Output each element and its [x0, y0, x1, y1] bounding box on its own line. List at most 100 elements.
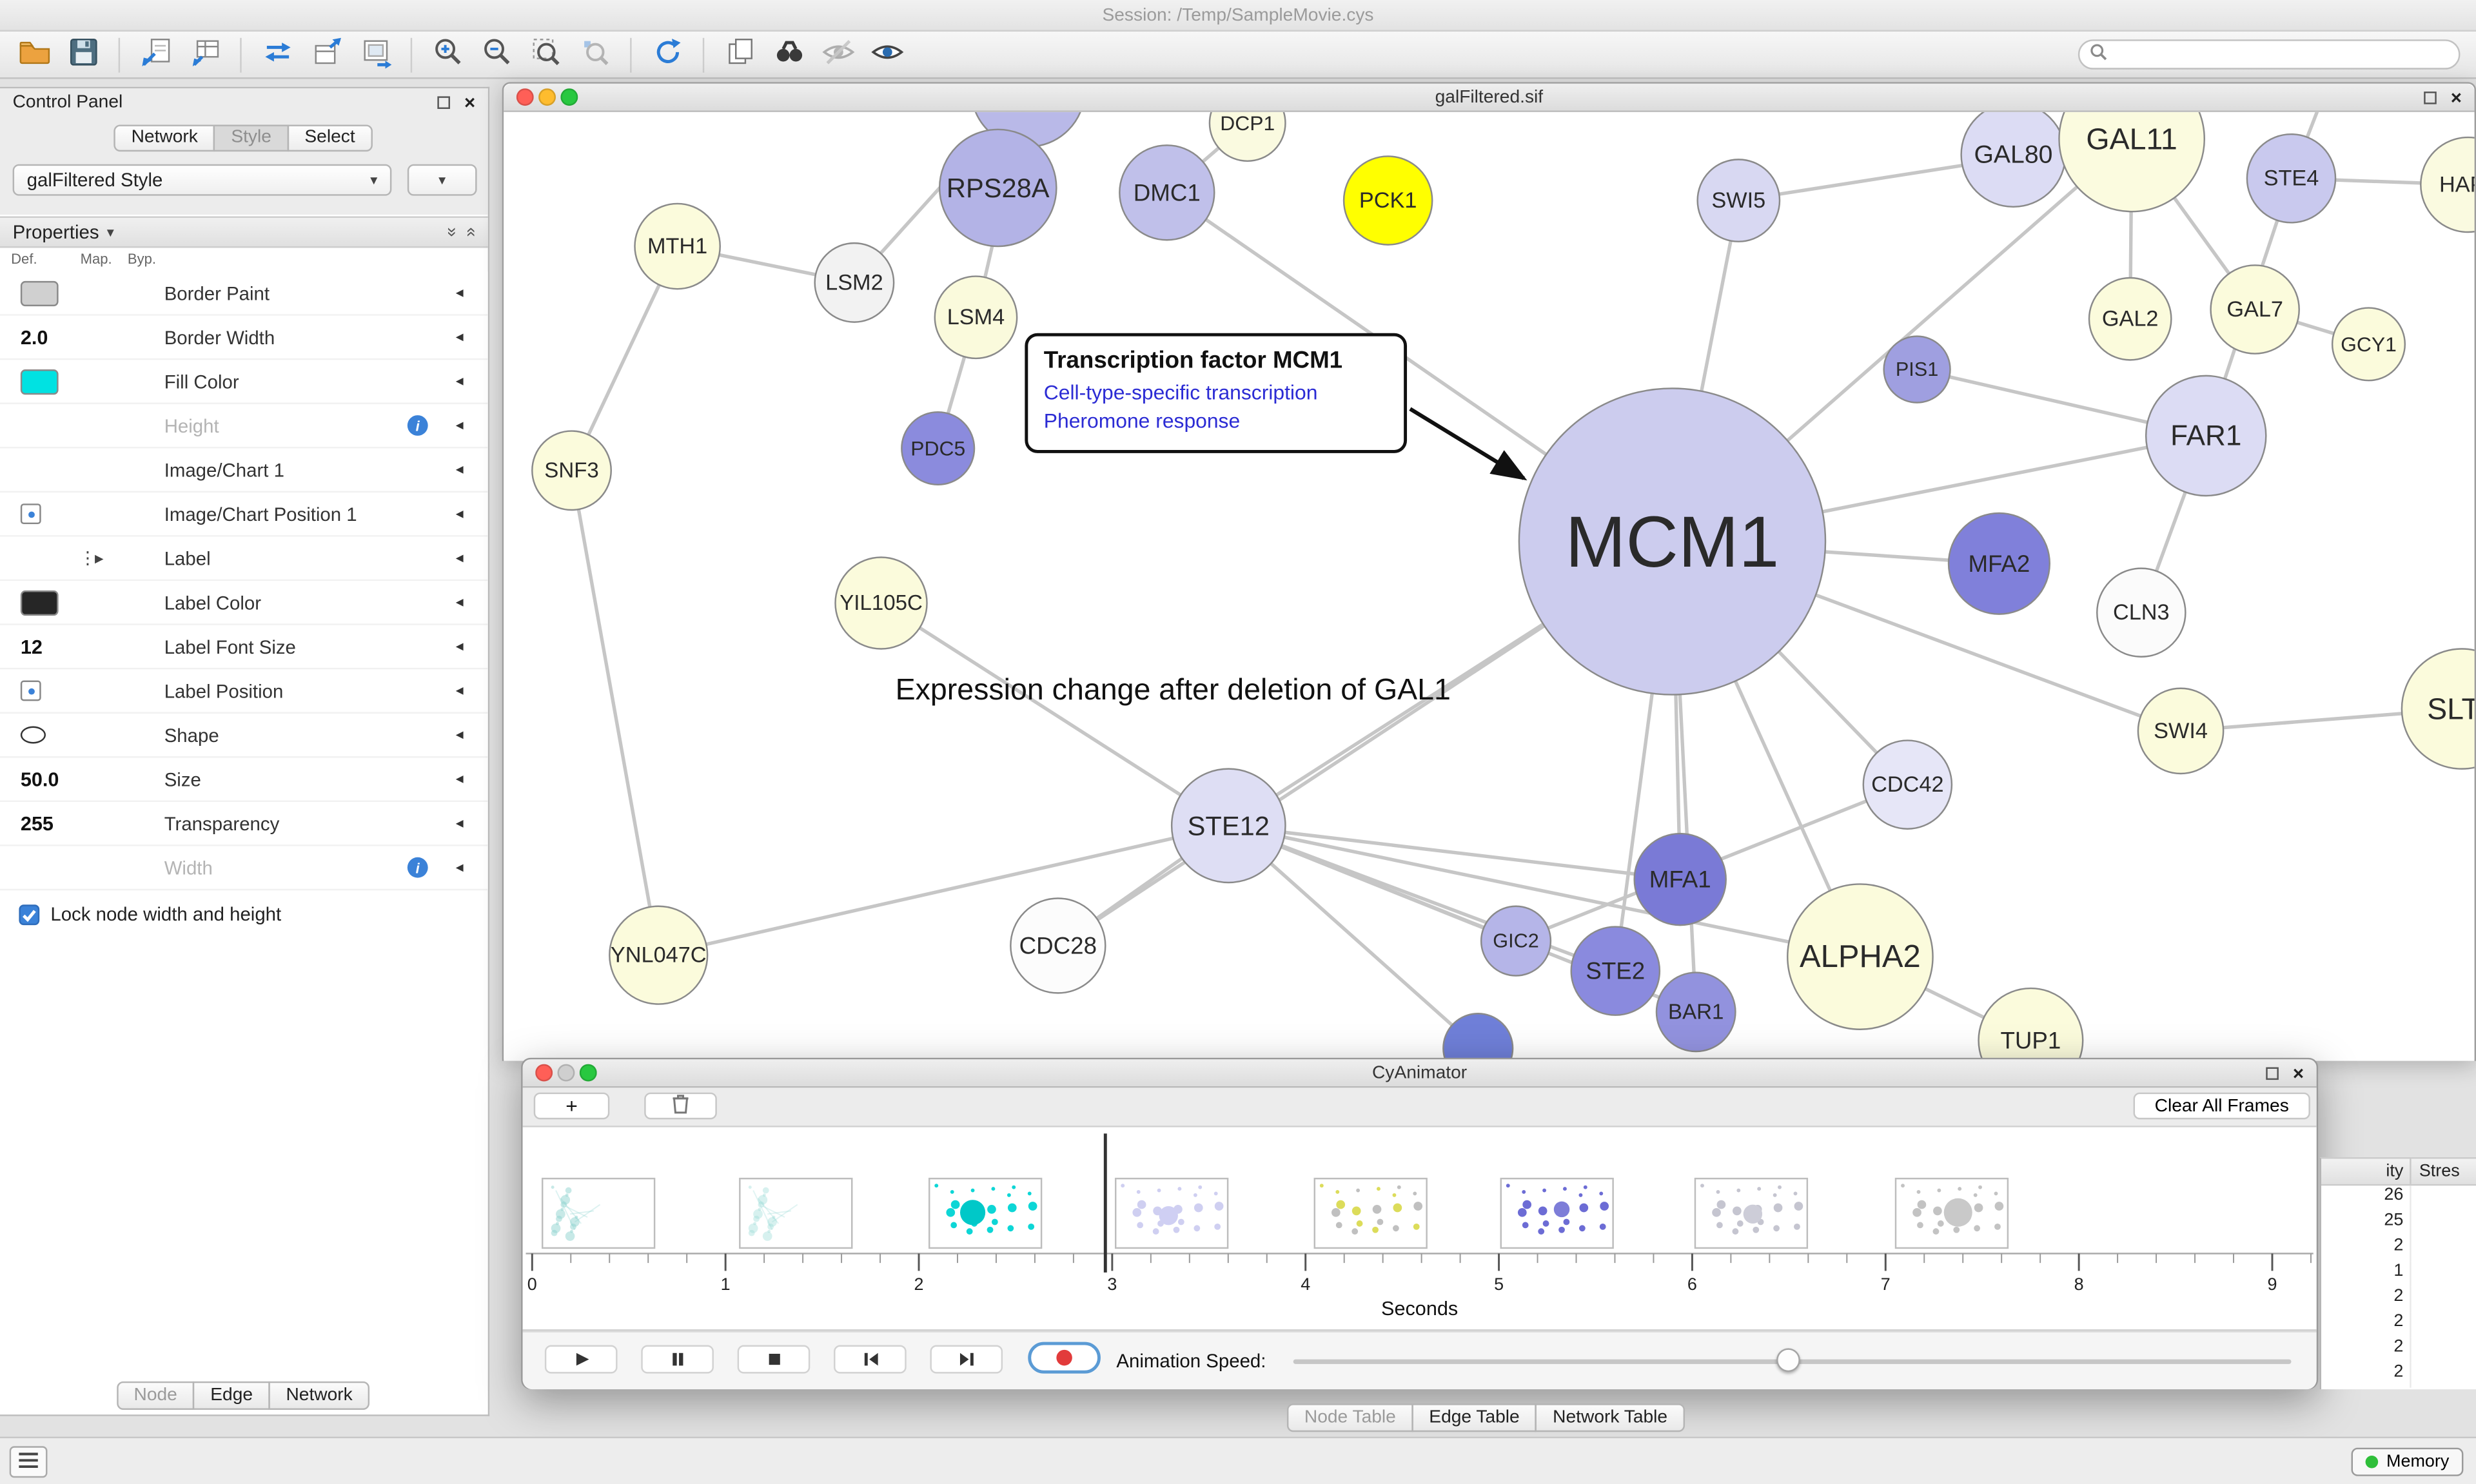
- panel-menu-button[interactable]: [9, 1446, 48, 1478]
- search-box[interactable]: [2078, 39, 2461, 70]
- network-node[interactable]: DCP1: [1208, 112, 1286, 162]
- network-node[interactable]: MCM1: [1518, 387, 1827, 696]
- default-value-cell[interactable]: [0, 368, 70, 395]
- table-row[interactable]: 1: [2321, 1261, 2476, 1287]
- network-node[interactable]: MFA1: [1633, 832, 1727, 926]
- tab-node[interactable]: Node: [116, 1381, 195, 1410]
- zoom-out-button[interactable]: [472, 34, 521, 75]
- tab-edge-table[interactable]: Edge Table: [1411, 1403, 1537, 1432]
- zoom-fit-button[interactable]: [521, 34, 570, 75]
- default-value-cell[interactable]: [0, 726, 70, 744]
- network-node[interactable]: STE2: [1570, 926, 1661, 1016]
- network-node[interactable]: YIL105C: [834, 556, 928, 650]
- network-node[interactable]: LSM4: [934, 275, 1018, 360]
- property-row-image-chart-position-1[interactable]: Image/Chart Position 1◄: [0, 493, 488, 537]
- add-frame-button[interactable]: +: [533, 1092, 610, 1120]
- record-button[interactable]: [1028, 1342, 1101, 1374]
- default-value-cell[interactable]: [0, 680, 70, 701]
- animation-speed-knob[interactable]: [1776, 1348, 1800, 1372]
- property-row-label[interactable]: ⋮▸Label◄: [0, 536, 488, 581]
- expand-row-icon[interactable]: ◄: [453, 551, 466, 565]
- copy-button[interactable]: [715, 34, 764, 75]
- expand-row-icon[interactable]: ◄: [453, 816, 466, 831]
- close-window-icon[interactable]: ×: [2292, 1061, 2304, 1084]
- default-value-cell[interactable]: 2.0: [0, 326, 70, 348]
- zoom-selected-button[interactable]: [570, 34, 619, 75]
- float-window-icon[interactable]: [2266, 1066, 2279, 1079]
- network-canvas[interactable]: RPS28ADMC1DCP1PCK1SWI5GAL80GAL11STE4HAP4…: [504, 112, 2475, 1061]
- network-node[interactable]: FAR1: [2145, 375, 2267, 497]
- tab-edge[interactable]: Edge: [193, 1381, 270, 1410]
- network-node[interactable]: CLN3: [2096, 567, 2186, 658]
- previous-frame-button[interactable]: [834, 1345, 907, 1374]
- close-traffic-light[interactable]: [516, 88, 534, 106]
- tab-network[interactable]: Network: [113, 124, 215, 152]
- property-row-border-paint[interactable]: Border Paint◄: [0, 271, 488, 316]
- tab-network-table[interactable]: Network Table: [1535, 1403, 1685, 1432]
- network-node[interactable]: STE4: [2246, 133, 2337, 224]
- network-node[interactable]: GAL11: [2058, 112, 2205, 213]
- next-frame-button[interactable]: [930, 1345, 1003, 1374]
- zoom-in-button[interactable]: [423, 34, 472, 75]
- network-node[interactable]: CDC42: [1862, 739, 1953, 830]
- clear-all-frames-button[interactable]: Clear All Frames: [2133, 1092, 2310, 1120]
- network-node[interactable]: RPS28A: [938, 128, 1057, 248]
- network-node[interactable]: DMC1: [1119, 144, 1215, 241]
- table-row[interactable]: 2: [2321, 1362, 2476, 1388]
- import-table-button[interactable]: [180, 34, 229, 75]
- expand-row-icon[interactable]: ◄: [453, 727, 466, 743]
- side-table-col2[interactable]: Stres: [2410, 1158, 2476, 1184]
- memory-button[interactable]: Memory: [2352, 1447, 2464, 1476]
- delete-frame-button[interactable]: [644, 1092, 717, 1120]
- network-node[interactable]: SWI5: [1696, 159, 1781, 242]
- tab-select[interactable]: Select: [287, 124, 373, 152]
- style-selector[interactable]: galFiltered Style ▾: [12, 164, 392, 196]
- property-row-image-chart-1[interactable]: Image/Chart 1◄: [0, 448, 488, 493]
- expand-row-icon[interactable]: ◄: [453, 683, 466, 698]
- property-row-label-position[interactable]: Label Position◄: [0, 669, 488, 714]
- lock-checkbox[interactable]: [19, 904, 40, 924]
- annotation-link[interactable]: Pheromone response: [1043, 409, 1241, 433]
- expand-row-icon[interactable]: ◄: [453, 374, 466, 389]
- default-value-cell[interactable]: [0, 503, 70, 525]
- frame-thumbnail[interactable]: [1114, 1177, 1229, 1249]
- expand-row-icon[interactable]: ◄: [453, 329, 466, 344]
- frame-thumbnail[interactable]: [1500, 1177, 1614, 1249]
- default-value-cell[interactable]: 50.0: [0, 768, 70, 790]
- tab-node-table[interactable]: Node Table: [1286, 1403, 1413, 1432]
- frame-thumbnail[interactable]: [739, 1177, 853, 1249]
- playhead[interactable]: [1103, 1133, 1106, 1273]
- expand-row-icon[interactable]: ◄: [453, 286, 466, 300]
- float-window-icon[interactable]: [437, 96, 450, 109]
- refresh-view-button[interactable]: [643, 34, 692, 75]
- info-icon[interactable]: i: [407, 415, 428, 436]
- network-node[interactable]: HAP4: [2420, 136, 2475, 233]
- open-session-button[interactable]: [10, 34, 59, 75]
- network-node[interactable]: TUP1: [1978, 987, 2084, 1061]
- export-image-button[interactable]: [351, 34, 400, 75]
- annotation-box[interactable]: Transcription factor MCM1 Cell-type-spec…: [1025, 333, 1408, 454]
- default-value-cell[interactable]: [0, 589, 70, 615]
- network-node[interactable]: [1442, 1013, 1514, 1061]
- network-window-titlebar[interactable]: galFiltered.sif ×: [504, 83, 2475, 112]
- annotation-link[interactable]: Cell-type-specific transcription: [1043, 380, 1318, 404]
- network-node[interactable]: CDC28: [1010, 897, 1106, 994]
- expand-row-icon[interactable]: ◄: [453, 772, 466, 786]
- default-value-cell[interactable]: [0, 280, 70, 306]
- style-options-button[interactable]: ▾: [407, 164, 477, 196]
- show-details-button[interactable]: [862, 34, 911, 75]
- property-row-shape[interactable]: Shape◄: [0, 713, 488, 758]
- table-row[interactable]: 26: [2321, 1186, 2476, 1211]
- network-node[interactable]: YNL047C: [609, 905, 709, 1005]
- network-node[interactable]: SNF3: [531, 430, 612, 511]
- new-network-button[interactable]: [253, 34, 302, 75]
- table-row[interactable]: 2: [2321, 1236, 2476, 1262]
- collapse-all-icon[interactable]: »: [460, 227, 480, 237]
- table-row[interactable]: 25: [2321, 1211, 2476, 1236]
- close-window-icon[interactable]: ×: [2450, 86, 2462, 108]
- expand-all-icon[interactable]: »: [442, 227, 461, 237]
